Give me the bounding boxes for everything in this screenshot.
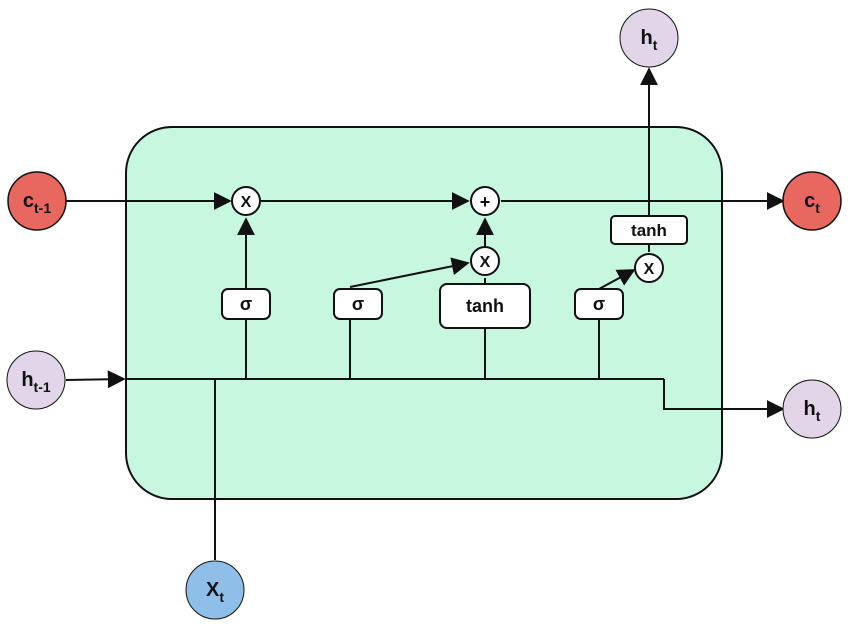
output-gate-box: σ	[574, 288, 624, 320]
cell-tanh-box: tanh	[610, 215, 688, 245]
forget-gate-box: σ	[221, 288, 271, 320]
h-out-right-path	[663, 379, 785, 418]
output-mult-label: X	[644, 261, 655, 278]
c-prev-sub: t-1	[34, 200, 51, 216]
h-out-right-node: ht	[782, 379, 842, 439]
svg-text:ht-1: ht-1	[21, 369, 51, 395]
output-gate-to-mult	[598, 269, 636, 290]
c-prev-node: ct-1	[7, 171, 67, 231]
c-next-label: c	[804, 190, 815, 212]
forget-mult-label: X	[241, 194, 252, 211]
svg-text:Xt: Xt	[206, 579, 224, 605]
h-out-right-label: h	[804, 398, 816, 420]
input-mult-label: X	[480, 254, 491, 271]
input-mult-operator: X	[470, 246, 500, 276]
output-mult-operator: X	[634, 253, 664, 283]
forget-mult-operator: X	[231, 186, 261, 216]
lstm-cell-body	[125, 126, 723, 500]
h-prev-node: ht-1	[6, 350, 66, 410]
h-prev-label: h	[21, 369, 33, 391]
input-gate-box: σ	[333, 288, 383, 320]
c-prev-label: c	[23, 190, 34, 212]
h-out-right-sub: t	[816, 408, 821, 424]
output-gate-label: σ	[593, 294, 605, 314]
h-out-top-sub: t	[653, 37, 658, 53]
candidate-box: tanh	[439, 283, 531, 329]
candidate-label: tanh	[466, 296, 504, 316]
forget-gate-label: σ	[240, 294, 252, 314]
svg-text:ct-1: ct-1	[23, 190, 51, 216]
svg-text:ht: ht	[804, 398, 821, 424]
c-next-node: ct	[782, 171, 842, 231]
x-input-label: X	[206, 579, 220, 601]
h-out-top-node: ht	[619, 8, 679, 68]
h-prev-sub: t-1	[34, 379, 51, 395]
input-gate-label: σ	[352, 294, 364, 314]
c-next-sub: t	[815, 200, 820, 216]
input-gate-arrow	[349, 257, 470, 288]
add-label: +	[480, 192, 491, 212]
x-input-node: Xt	[185, 560, 245, 620]
h-out-top-label: h	[641, 27, 653, 49]
h-prev-arrow	[65, 370, 126, 389]
add-operator: +	[470, 186, 500, 216]
cell-tanh-label: tanh	[631, 221, 667, 240]
svg-text:ht: ht	[641, 27, 658, 53]
svg-text:ct: ct	[804, 190, 820, 216]
x-input-sub: t	[219, 589, 224, 605]
